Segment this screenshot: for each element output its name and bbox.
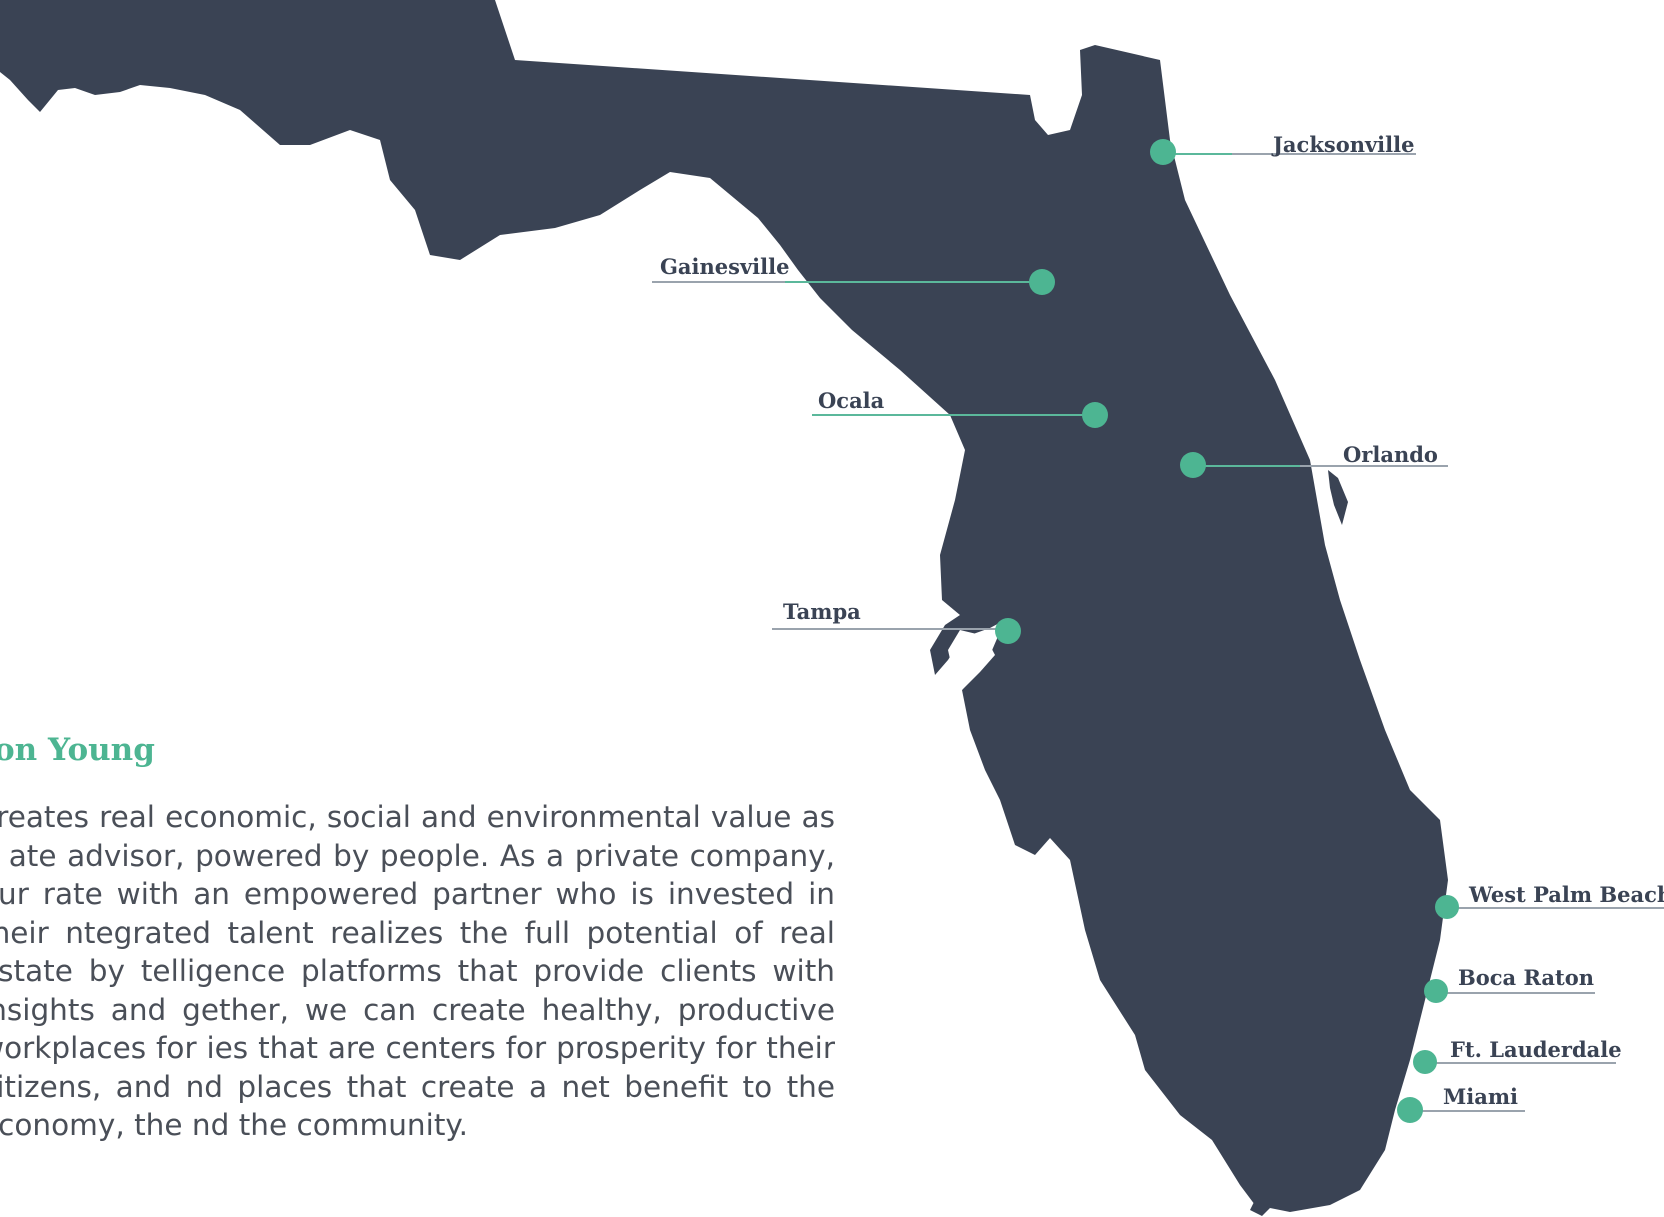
city-label-boca-raton: Boca Raton (1458, 965, 1594, 990)
city-label-miami: Miami (1443, 1084, 1518, 1109)
city-marker-miami[interactable]: Miami (1397, 1084, 1525, 1123)
city-label-west-palm-beach: West Palm Beach (1468, 882, 1664, 907)
city-marker-tampa[interactable]: Tampa (772, 599, 1021, 644)
company-description: creates real economic, social and enviro… (0, 800, 835, 1142)
barrier-island (1328, 470, 1348, 525)
city-marker-ft-lauderdale[interactable]: Ft. Lauderdale (1413, 1037, 1622, 1074)
city-marker-gainesville[interactable]: Gainesville (652, 254, 1055, 295)
city-markers: Jacksonville Gainesville Ocala Orlando T… (652, 132, 1664, 1123)
city-marker-orlando[interactable]: Orlando (1180, 442, 1448, 478)
florida-keys (1250, 1200, 1270, 1216)
city-label-ocala: Ocala (818, 388, 885, 413)
section-heading: on Young (0, 732, 155, 768)
city-marker-west-palm-beach[interactable]: West Palm Beach (1435, 882, 1664, 919)
city-marker-jacksonville[interactable]: Jacksonville (1150, 132, 1416, 165)
city-marker-boca-raton[interactable]: Boca Raton (1424, 965, 1595, 1003)
city-label-ft-lauderdale: Ft. Lauderdale (1450, 1037, 1622, 1062)
city-label-tampa: Tampa (783, 599, 861, 624)
florida-landmass (0, 0, 1448, 1212)
city-label-gainesville: Gainesville (660, 254, 789, 279)
city-label-orlando: Orlando (1343, 442, 1438, 467)
city-marker-ocala[interactable]: Ocala (812, 388, 1108, 428)
city-label-jacksonville: Jacksonville (1271, 132, 1414, 157)
tampa-bay-water (948, 630, 995, 690)
